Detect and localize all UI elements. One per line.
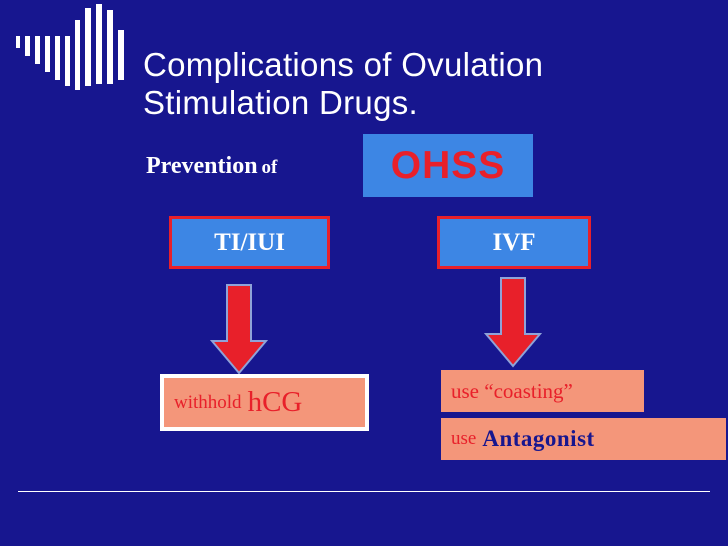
method-box-ti-iui: TI/IUI	[169, 216, 330, 269]
action-drug: hCG	[247, 386, 303, 418]
decorative-bar	[25, 36, 30, 56]
action-antagonist: use Antagonist	[441, 418, 726, 460]
decorative-bar	[85, 8, 91, 86]
action-lead: use	[451, 428, 477, 449]
decorative-bar	[55, 36, 60, 80]
title-line-1: Complications of Ovulation	[143, 46, 544, 83]
action-coasting: use “coasting”	[441, 370, 644, 412]
action-lead: withhold	[174, 391, 242, 413]
decorative-bar	[96, 4, 102, 84]
prevention-heading: Prevention of	[146, 153, 277, 180]
decorative-bar	[75, 20, 80, 90]
title-line-2: Stimulation Drugs.	[143, 84, 419, 121]
decorative-bar	[107, 10, 113, 84]
action-drug: Antagonist	[482, 426, 595, 451]
decorative-bar	[65, 36, 70, 86]
decorative-bar	[35, 36, 40, 64]
action-withhold-hcg: withhold hCG	[160, 374, 369, 431]
method-box-ivf: IVF	[437, 216, 591, 269]
decorative-bars	[16, 4, 124, 90]
prevention-of: of	[261, 157, 278, 178]
slide-title: Complications of Ovulation Stimulation D…	[143, 46, 703, 122]
decorative-bar	[45, 36, 50, 72]
condition-box: OHSS	[363, 134, 533, 197]
decorative-bar	[118, 30, 124, 80]
down-arrow-icon	[210, 284, 268, 375]
prevention-word: Prevention	[146, 153, 258, 179]
down-arrow-icon	[484, 277, 542, 368]
decorative-bar	[16, 36, 20, 48]
footer-divider	[18, 491, 710, 492]
action-text: use “coasting”	[451, 378, 573, 403]
